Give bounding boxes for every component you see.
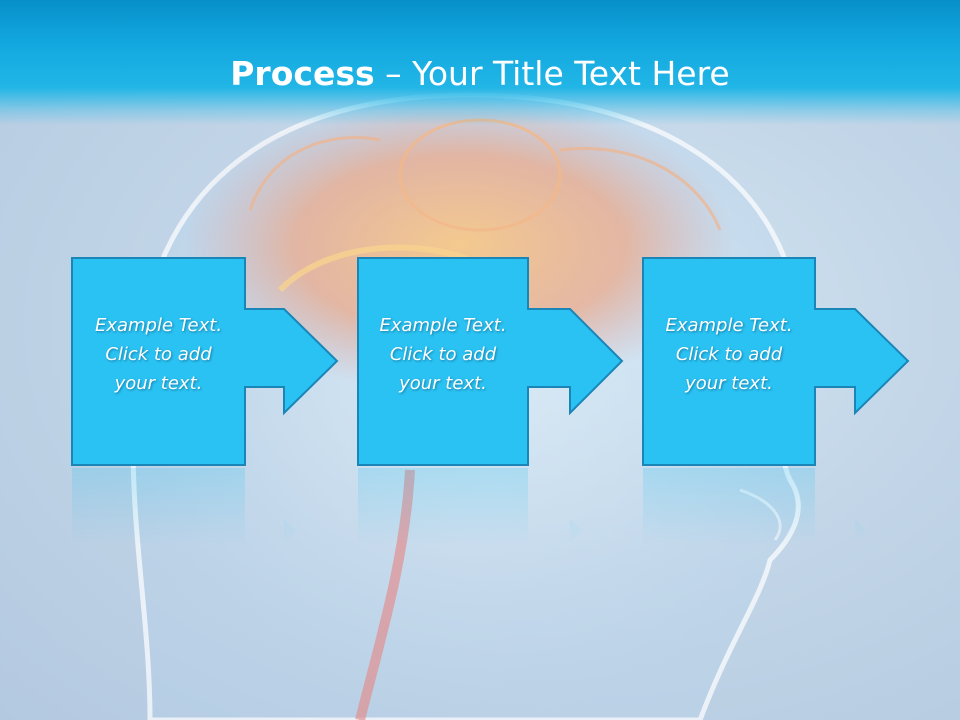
title-bar (0, 0, 960, 125)
title-rest: – Your Title Text Here (374, 54, 730, 93)
process-step-1[interactable]: Example Text. Click to add your text. (71, 257, 339, 467)
title-bold: Process (230, 54, 375, 93)
step-reflection (71, 467, 296, 547)
arrow-box-shape (71, 257, 339, 466)
step-text: Example Text. Click to add your text. (379, 315, 507, 394)
step-reflection (357, 467, 582, 547)
arrow-box-shape (642, 257, 910, 466)
slide-title[interactable]: Process – Your Title Text Here (0, 52, 960, 96)
step-text: Example Text. Click to add your text. (665, 315, 793, 394)
process-step-3[interactable]: Example Text. Click to add your text. (642, 257, 910, 467)
step-text: Example Text. Click to add your text. (94, 315, 223, 394)
arrow-box-shape (357, 257, 624, 466)
process-step-2[interactable]: Example Text. Click to add your text. (357, 257, 624, 467)
step-reflection (642, 467, 867, 547)
